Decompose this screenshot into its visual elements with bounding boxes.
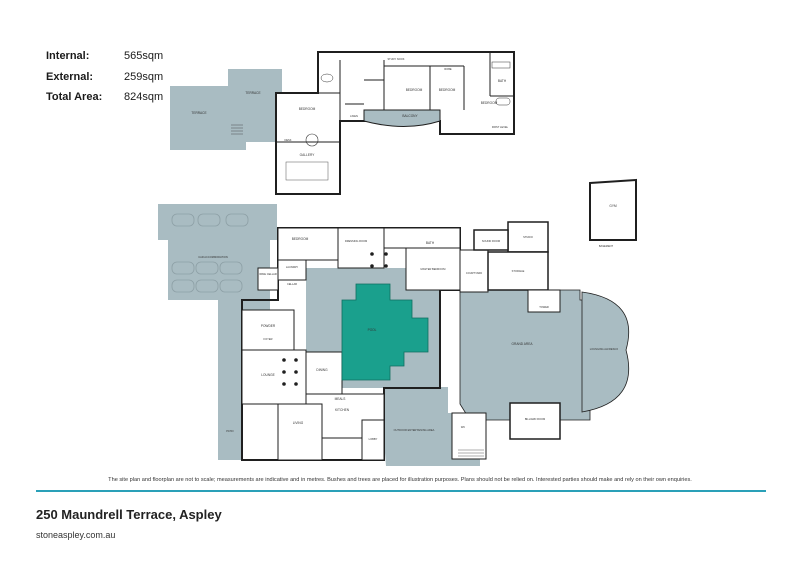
billiard-room-area <box>509 402 561 440</box>
bath-tub-upper <box>495 97 511 106</box>
bath-upper-label: BATH <box>498 79 507 83</box>
parking-area <box>158 204 277 310</box>
area-stats: Internal: 565sqm External: 259sqm Total … <box>46 46 163 108</box>
bedroom-1-label: BEDROOM <box>406 88 423 92</box>
studio-label: STUDIO <box>523 235 533 239</box>
lobby-label: LOBBY <box>369 437 378 441</box>
grand-area <box>459 289 591 421</box>
sunroom-alfresco-area <box>581 291 630 413</box>
dressing-room <box>337 227 385 269</box>
disclaimer-text: The site plan and floorplan are not to s… <box>108 477 692 483</box>
pool-water <box>341 283 429 381</box>
spiral-stair <box>305 133 319 147</box>
powder-label: POWDER <box>261 324 276 328</box>
vanity <box>491 61 511 69</box>
upper-interior-walls <box>276 52 514 143</box>
bedroom-ground-room <box>277 227 339 261</box>
agency-website: stoneaspley.com.au <box>36 530 116 540</box>
pool-label: POOL <box>368 328 377 332</box>
courtyard-label: COURTYARD <box>466 271 482 275</box>
foyer-label: FOYER <box>264 337 273 341</box>
stat-total: Total Area: 824sqm <box>46 87 163 108</box>
master-bedroom-label: MASTER BEDROOM <box>421 267 446 271</box>
patio-label: PATIO <box>226 429 233 433</box>
balcony-label: BALCONY <box>402 114 418 118</box>
gallery-void <box>285 161 329 181</box>
terrace-upper-label: TERRACE <box>245 91 260 95</box>
wc-label: WC <box>461 425 465 429</box>
car-accommodation-label: CAR ACCOMMODATION <box>198 255 228 259</box>
terrace-west-area <box>170 86 246 150</box>
bath-tub <box>320 73 334 83</box>
billiard-room-label: BILLIARD ROOM <box>525 417 545 421</box>
courtyard-room <box>459 249 489 293</box>
terrace-west-label: TERRACE <box>191 111 206 115</box>
laundry-label: LAUNDRY <box>286 265 299 269</box>
gallery-label: GALLERY <box>300 153 316 157</box>
stat-value: 824sqm <box>124 91 164 104</box>
bedroom-3-label: BEDROOM <box>481 101 498 105</box>
tower-room <box>527 289 561 313</box>
dressing-room-label: DRESSING ROOM <box>345 239 367 243</box>
cellar-label: CELLAR <box>287 282 297 286</box>
first-level-plan: TERRACE TERRACE BEDROOM GALLERY STUDY NO… <box>170 51 515 195</box>
bedroom-ground-label: BEDROOM <box>292 237 309 241</box>
gym-label: GYM <box>609 204 617 208</box>
stat-internal: Internal: 565sqm <box>46 46 163 67</box>
meals-label: MEALS <box>335 397 346 401</box>
sound-room <box>473 229 509 251</box>
stat-label: External: <box>46 70 94 83</box>
terrace-upper-area <box>228 69 282 142</box>
laundry-room <box>277 259 307 281</box>
grand-area-label: GRAND AREA <box>512 342 534 346</box>
bath-ground-label: BATH <box>426 241 435 245</box>
storage-label: STORAGE <box>512 269 525 273</box>
lounge-room <box>241 349 307 405</box>
first-level-label: FIRST LEVEL <box>492 125 509 129</box>
ground-level-plan: CAR ACCOMMODATION BEDROOM DRESSING ROOM … <box>158 204 630 466</box>
gym-room <box>589 178 637 241</box>
stat-value: 259sqm <box>124 70 164 83</box>
linen-label: LINEN <box>350 114 358 118</box>
kitchen-label: KITCHEN <box>335 408 350 412</box>
study-nook-label: STUDY NOOK <box>387 57 404 61</box>
sound-room-label: SOUND ROOM <box>482 239 500 243</box>
bath-ground-room <box>383 227 461 249</box>
living-room <box>277 403 323 461</box>
stat-external: External: 259sqm <box>46 67 163 88</box>
dining-label: DINING <box>316 368 328 372</box>
basement-label: BASEMENT <box>599 244 614 248</box>
basement-plan: GYM BASEMENT <box>589 178 637 248</box>
bedroom-upper-label: BEDROOM <box>299 107 316 111</box>
balcony-area <box>363 109 441 127</box>
studio-room <box>507 221 549 253</box>
wine-cellar-label: WINE CELLAR <box>259 272 277 276</box>
parked-cars <box>171 213 249 293</box>
patio-area <box>218 300 242 460</box>
dining-columns <box>282 252 388 386</box>
storage-room <box>487 251 549 291</box>
stat-label: Internal: <box>46 50 90 63</box>
lobby-room <box>361 419 385 461</box>
divider-line <box>36 490 766 492</box>
dining-room <box>305 351 343 395</box>
powder-room <box>241 309 295 351</box>
living-label: LIVING <box>293 421 304 425</box>
desk-label: DESK <box>284 138 291 142</box>
property-address: 250 Maundrell Terrace, Aspley <box>36 507 222 522</box>
robe-label: ROBE <box>444 67 452 71</box>
bedroom-2-label: BEDROOM <box>439 88 456 92</box>
entertaining-area-label: OUTDOOR ENTERTAINING AREA <box>394 428 435 432</box>
stat-value: 565sqm <box>124 50 164 63</box>
tower-label: TOWER <box>539 305 549 309</box>
wc-room <box>451 412 487 460</box>
stairs-ground <box>458 449 484 457</box>
lounge-label: LOUNGE <box>261 373 274 377</box>
wine-cellar-room <box>257 267 279 291</box>
terrace-stairs <box>231 124 243 135</box>
sunroom-alfresco-label: LOUNGING ALFRESCO <box>590 347 618 351</box>
stat-label: Total Area: <box>46 91 103 104</box>
upper-building <box>275 51 515 195</box>
